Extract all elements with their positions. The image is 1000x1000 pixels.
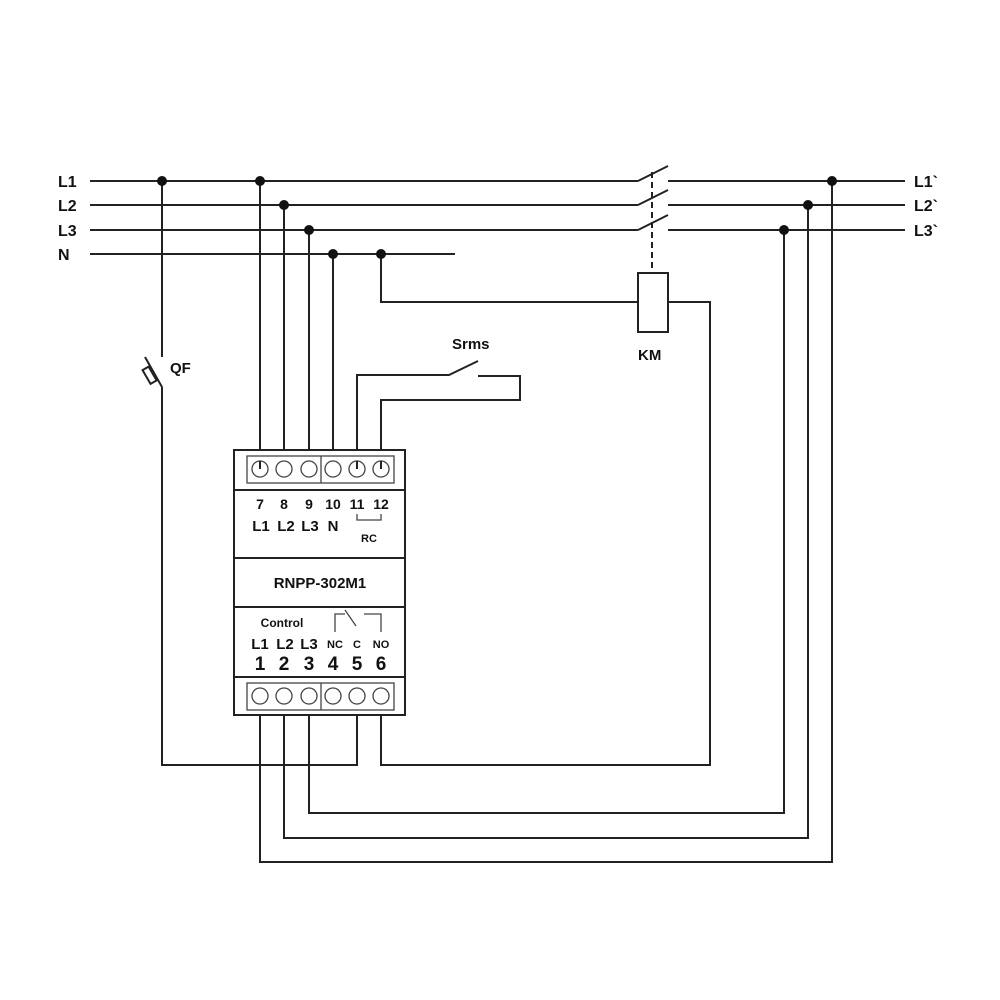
terminal-number: 11 (350, 496, 365, 512)
bus-label-l3: L3 (58, 223, 77, 240)
switch-srms (356, 360, 521, 460)
bus-label-l3-out: L3` (914, 223, 938, 240)
relay-contact-symbol (334, 609, 382, 632)
bus-label-l2-out: L2` (914, 198, 938, 215)
relay-device: 7 8 9 10 11 12 L1 L2 L3 N RC RNPP-302M1 … (233, 449, 406, 716)
junction-dots (157, 176, 837, 259)
terminal-label: L3 (300, 636, 318, 653)
terminal-label: C (353, 639, 361, 651)
terminal-number: 7 (256, 496, 264, 512)
terminal-label: L1 (251, 636, 269, 653)
device-model: RNPP-302M1 (274, 575, 367, 592)
switch-label: Srms (452, 336, 490, 353)
control-label: Control (261, 616, 304, 630)
breaker-label: QF (170, 360, 191, 377)
terminal-label: L3 (301, 518, 319, 535)
terminal-number: 2 (279, 654, 290, 675)
terminal-number: 1 (255, 654, 266, 675)
bottom-terminals (251, 687, 390, 705)
terminal-label: L2 (277, 518, 295, 535)
rc-label: RC (361, 533, 377, 545)
bus-label-l2: L2 (58, 198, 77, 215)
bus-label-l1-out: L1` (914, 174, 938, 191)
control-wires (259, 181, 833, 863)
bus-label-n: N (58, 247, 70, 264)
terminal-number: 12 (373, 496, 389, 512)
terminal-number: 4 (328, 654, 339, 675)
terminal-number: 3 (304, 654, 315, 675)
terminal-number: 8 (280, 496, 288, 512)
bus-lines (90, 180, 905, 255)
terminal-number: 6 (376, 654, 387, 675)
bus-label-l1: L1 (58, 174, 77, 191)
terminal-label: NC (327, 639, 343, 651)
terminal-label: L2 (276, 636, 294, 653)
terminal-label: N (328, 518, 339, 535)
feed-wires (259, 181, 334, 468)
terminal-number: 9 (305, 496, 313, 512)
terminal-number: 5 (352, 654, 363, 675)
contactor-km (380, 165, 711, 766)
terminal-label: NO (373, 639, 390, 651)
terminal-number: 10 (325, 496, 341, 512)
terminal-label: L1 (252, 518, 270, 535)
contactor-label: KM (638, 347, 661, 364)
